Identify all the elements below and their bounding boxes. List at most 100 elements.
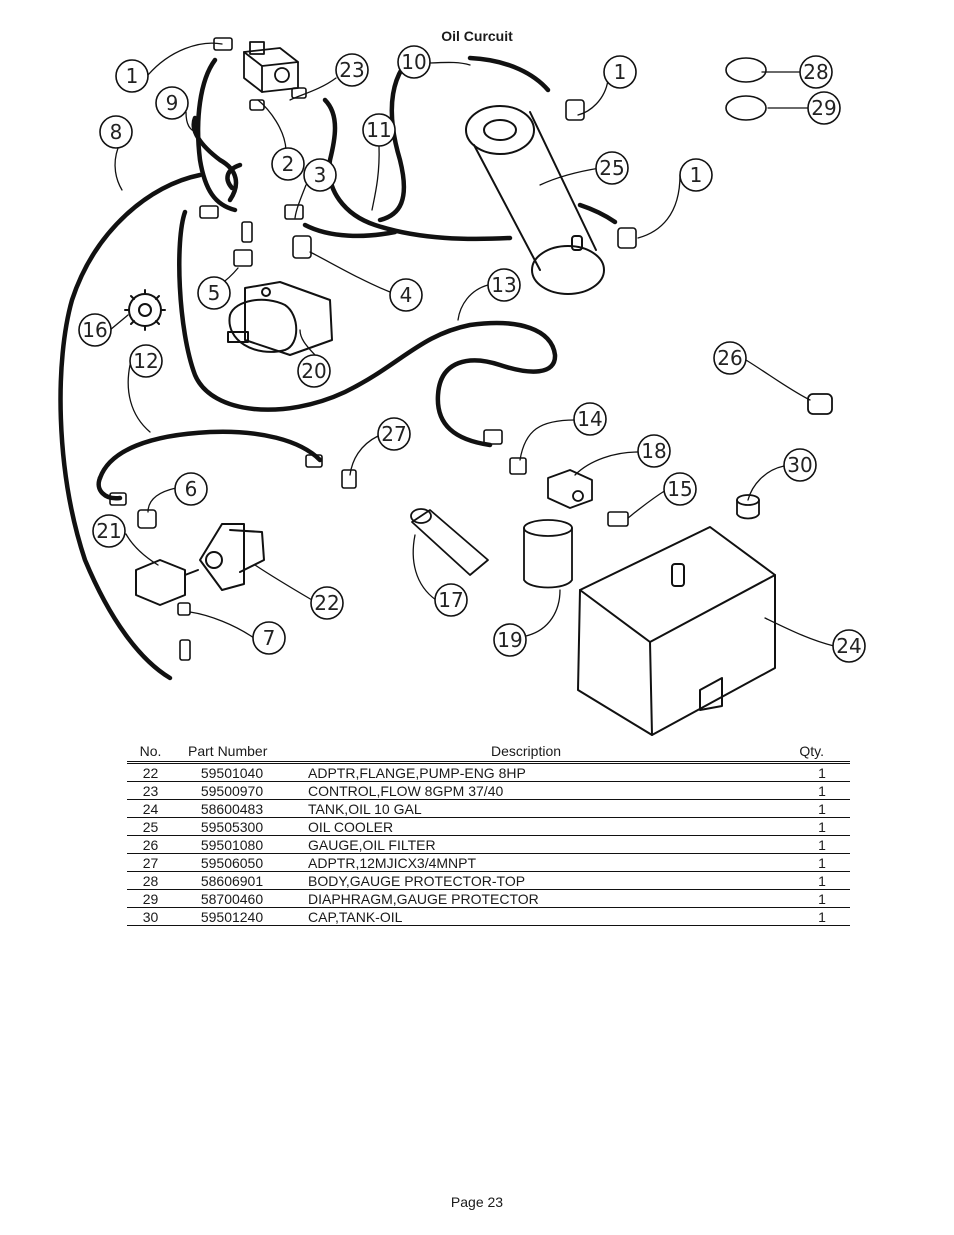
callout-label: 1: [690, 163, 703, 187]
callout-label: 15: [667, 477, 692, 501]
cell-description: TANK,OIL 10 GAL: [290, 799, 762, 818]
callout-label: 9: [166, 91, 179, 115]
callout-label: 8: [110, 120, 123, 144]
callout-label: 14: [577, 407, 602, 431]
cell-part-number: 59501080: [174, 835, 290, 854]
motor-part: [227, 281, 333, 356]
header-part-number: Part Number: [188, 743, 268, 759]
cell-part-number: 59506050: [174, 853, 290, 872]
oil-tank-part: [577, 526, 776, 736]
oil-circuit-diagram: 1 9 8 23 10 1 28 29 11 2 3 25 1 4 5 13 1…: [58, 37, 866, 736]
callout-label: 19: [497, 628, 522, 652]
header-no: No.: [139, 743, 162, 759]
cell-qty: 1: [762, 781, 850, 800]
cell-no: 23: [127, 781, 174, 800]
callout-label: 25: [599, 156, 624, 180]
cell-no: 28: [127, 871, 174, 890]
cell-part-number: 58606901: [174, 871, 290, 890]
callout-label: 6: [185, 477, 198, 501]
callout-label: 30: [787, 453, 812, 477]
callout-label: 12: [133, 349, 158, 373]
page-number: Page 23: [450, 1194, 504, 1210]
sprocket-part: [124, 289, 166, 331]
cell-description: GAUGE,OIL FILTER: [290, 835, 762, 854]
cell-part-number: 59500970: [174, 781, 290, 800]
callout-label: 3: [314, 163, 327, 187]
callout-label: 29: [811, 96, 836, 120]
strainer-part: [410, 508, 489, 576]
callout-label: 1: [614, 60, 627, 84]
callout-label: 11: [366, 118, 391, 142]
cell-qty: 1: [762, 853, 850, 872]
cell-part-number: 59501040: [174, 762, 290, 782]
callout-label: 22: [314, 591, 339, 615]
cell-no: 22: [127, 762, 174, 782]
callout-label: 26: [717, 346, 742, 370]
callout-label: 13: [491, 273, 516, 297]
callout-label: 1: [126, 64, 139, 88]
cell-description: DIAPHRAGM,GAUGE PROTECTOR: [290, 889, 762, 908]
cell-no: 29: [127, 889, 174, 908]
cell-qty: 1: [762, 907, 850, 926]
callout-circles: [78, 45, 866, 663]
cell-part-number: 59501240: [174, 907, 290, 926]
cell-description: BODY,GAUGE PROTECTOR-TOP: [290, 871, 762, 890]
cell-qty: 1: [762, 889, 850, 908]
cell-qty: 1: [762, 835, 850, 854]
cell-no: 26: [127, 835, 174, 854]
cell-part-number: 59505300: [174, 817, 290, 836]
cell-no: 24: [127, 799, 174, 818]
cell-part-number: 58700460: [174, 889, 290, 908]
callout-label: 2: [282, 152, 295, 176]
callout-label: 21: [96, 519, 121, 543]
oil-cooler-part: [465, 105, 605, 295]
header-description: Description: [490, 743, 562, 759]
callout-label: 23: [339, 58, 364, 82]
callout-label: 16: [82, 318, 107, 342]
cell-description: ADPTR,12MJICX3/4MNPT: [290, 853, 762, 872]
header-qty: Qty.: [799, 743, 824, 759]
callout-label: 24: [836, 634, 861, 658]
diagram-title: Oil Curcuit: [441, 28, 513, 44]
cell-description: CAP,TANK-OIL: [290, 907, 762, 926]
cell-no: 25: [127, 817, 174, 836]
cell-description: CONTROL,FLOW 8GPM 37/40: [290, 781, 762, 800]
cap-part: [736, 494, 760, 520]
cell-qty: 1: [762, 799, 850, 818]
cell-description: OIL COOLER: [290, 817, 762, 836]
gauge-protector-parts: [725, 57, 767, 121]
callout-label: 17: [438, 588, 463, 612]
fittings: [109, 37, 637, 661]
cell-part-number: 58600483: [174, 799, 290, 818]
cell-qty: 1: [762, 871, 850, 890]
cell-qty: 1: [762, 762, 850, 782]
callout-label: 20: [301, 359, 326, 383]
leaders: [109, 42, 835, 647]
parts-table-header: No. Part Number Description Qty.: [127, 742, 850, 763]
callout-label: 5: [208, 281, 221, 305]
hoses: [58, 47, 618, 681]
cell-qty: 1: [762, 817, 850, 836]
cell-no: 27: [127, 853, 174, 872]
pump-part: [135, 559, 199, 606]
callout-label: 27: [381, 422, 406, 446]
callout-label: 10: [401, 50, 426, 74]
callout-label: 7: [263, 626, 276, 650]
flow-control-part: [243, 41, 299, 93]
filter-part: [523, 519, 573, 589]
callout-label: 18: [641, 439, 666, 463]
cell-no: 30: [127, 907, 174, 926]
filter-housing-part: [547, 469, 593, 509]
flange-adapter-part: [199, 523, 265, 591]
callout-label: 28: [803, 60, 828, 84]
